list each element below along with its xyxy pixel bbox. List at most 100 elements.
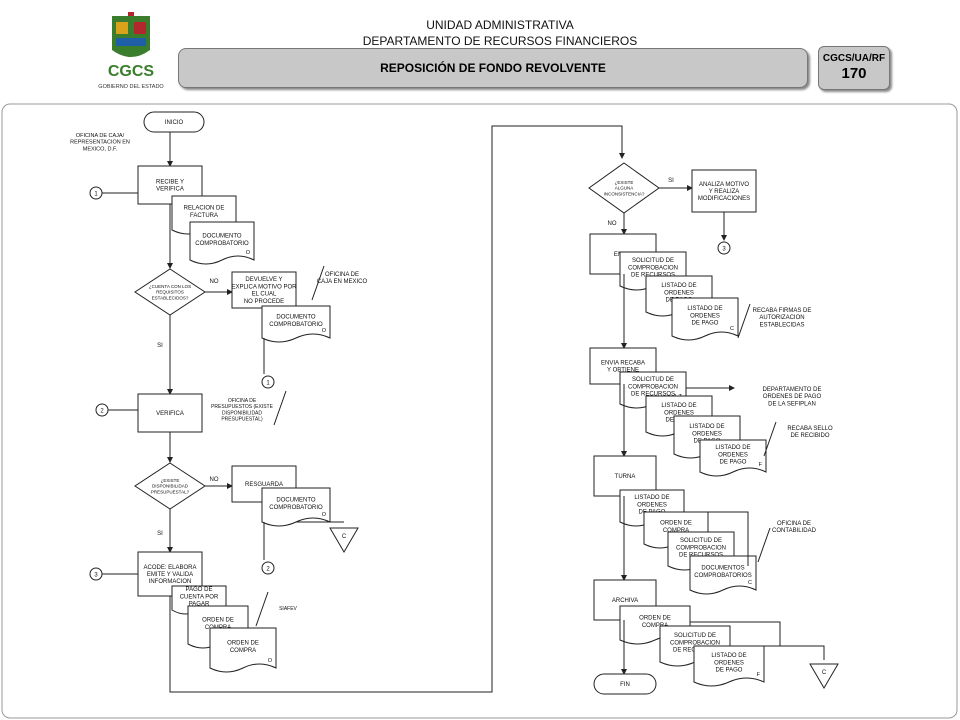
label-line: CUENTA POR [180,594,219,600]
label-line: FIN [620,682,630,688]
yes-label-2: SI [157,531,163,537]
label-line: NO [210,477,219,483]
label-line: INFORMACION [149,579,192,585]
label-line: RELACION DE [184,206,225,212]
label-line: C [342,534,347,540]
doc-listado-5-tag: F [759,462,763,468]
verifica-process-label: VERIFICA [156,411,184,417]
label-line: CONTABILIDAD [772,528,817,534]
connector-3b [717,241,731,255]
label-line: COMPROBATORIO [269,505,323,511]
procedure-code-number: 170 [841,65,867,82]
label-line: ¿CUENTA CON LOS [149,284,191,289]
label-line: ORDEN DE [202,618,234,624]
verifica-process [137,393,203,433]
label-line: ORDENES [714,660,744,666]
archive-c-2-label: C [822,670,827,676]
label-line: ¿EXISTE [615,180,634,185]
label-line: AUTORIZACION [759,315,804,321]
label-line: EL CUAL [252,292,277,298]
connector-1b-label: 1 [266,381,270,387]
siafev-note: SIAFEV [279,606,297,612]
label-line: COMPROBACION [676,545,726,551]
connector-line [690,621,781,646]
label-line: REPRESENTACION EN [70,140,130,146]
doc-listado-2-tag: C [730,326,734,332]
separator-slash [763,421,777,457]
yes-label-3: SI [668,178,674,184]
acode-process [137,551,203,597]
label-line: COMPRA [663,528,689,534]
label-line: ORDENES [664,410,694,416]
page-title: REPOSICIÓN DE FONDO REVOLVENTE [178,48,808,88]
label-line: COMPROBATORIOS [694,573,751,579]
label-line: DEVUELVE Y [245,277,282,283]
connector-line [708,511,749,566]
logo-subtitle: GOBIERNO DEL ESTADO [98,84,164,90]
unit-title: UNIDAD ADMINISTRATIVA [426,18,574,32]
end-terminal [593,673,657,695]
label-line: INCONSISTENCIA? [604,191,645,196]
label-line: NO [210,279,219,285]
label-line: LISTADO DE [661,283,696,289]
yes-label-1: SI [157,343,163,349]
label-line: DE PAGO [692,321,719,327]
label-line: TURNA [615,474,636,480]
label-line: ¿EXISTE [161,478,180,483]
label-line: COMPROBATORIO [269,322,323,328]
resguarda-process-label: RESGUARDA [245,482,283,488]
doc-listado-7-tag: F [757,672,761,678]
start-terminal [143,111,205,133]
label-line: ORDENES DE PAGO [763,394,822,400]
doc-orden-compra-2 [209,627,277,673]
doc-comprobatorio-2-tag: O [322,328,327,334]
doc-orden-compra-2-tag: O [268,658,273,664]
label-line: ARCHIVA [612,598,638,604]
label-line: ORDEN DE [227,641,259,647]
label-line: LISTADO DE [634,495,669,501]
label-line: ORDENES [664,290,694,296]
label-line: Y REALIZA [709,189,740,195]
label-line: MODIFICACIONES [698,196,750,202]
label-line: EMITE Y VALIDA [147,572,193,578]
label-line: 2 [266,567,270,573]
connector-2-label: 2 [100,409,104,415]
label-line: DE PAGO [716,668,743,674]
label-line: F [757,672,761,678]
no-label-2: NO [210,477,219,483]
label-line: RECIBE Y [156,179,184,185]
diagram-frame [1,103,958,719]
archiva-process-label: ARCHIVA [612,598,638,604]
connector-2b [261,561,275,575]
connector-1b [261,375,275,389]
label-line: F [759,462,763,468]
label-line: ORDEN DE [639,616,671,622]
turna-process [593,455,657,497]
turna-process-label: TURNA [615,474,636,480]
label-line: PRESUPUESTOS (EXISTE [211,404,274,410]
label-line: O [268,658,273,664]
label-line: C [730,326,734,332]
label-line: DE LA SEFIPLAN [768,401,816,407]
archive-c-1-label: C [342,534,347,540]
separator-slash [737,303,751,339]
label-line: DISPONIBILIDAD [152,484,189,489]
start-terminal-label: INICIO [165,120,184,126]
